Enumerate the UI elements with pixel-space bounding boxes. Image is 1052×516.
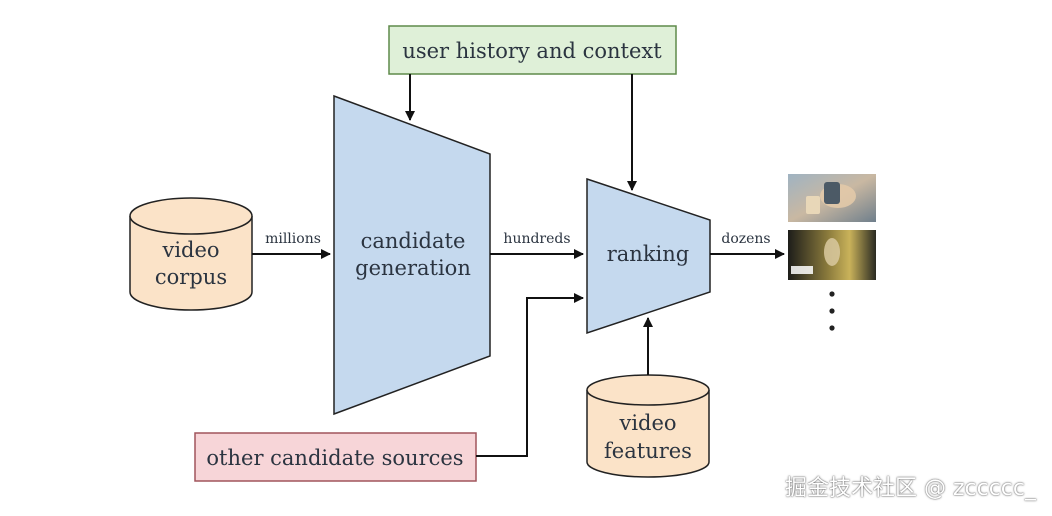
- video-features-label-line1: video: [618, 411, 676, 435]
- other-candidate-sources-box: other candidate sources: [194, 432, 477, 482]
- arrow-other-sources-to-ranking: [476, 293, 584, 457]
- watermark: 掘金技术社区 @ zccccc_: [784, 476, 1036, 501]
- user-history-box: user history and context: [388, 25, 677, 75]
- result-thumbnail-2: [788, 230, 876, 280]
- edge-label-dozens: dozens: [721, 231, 770, 247]
- edge-label-millions: millions: [265, 231, 321, 247]
- video-corpus-label-line1: video: [161, 238, 219, 262]
- ranking-label: ranking: [607, 242, 690, 266]
- user-history-label: user history and context: [402, 39, 662, 63]
- more-results-ellipsis: [829, 291, 835, 331]
- candidate-generation-label-line1: candidate: [361, 229, 466, 253]
- video-corpus-label-line2: corpus: [155, 265, 227, 289]
- candidate-generation-block: candidate generation: [333, 94, 491, 416]
- other-candidate-sources-label: other candidate sources: [206, 446, 463, 470]
- video-corpus-cylinder: video corpus: [129, 197, 253, 311]
- video-features-cylinder: video features: [586, 374, 710, 478]
- video-features-label-line2: features: [604, 439, 692, 463]
- ranking-block: ranking: [586, 177, 711, 335]
- result-thumbnail-1: [788, 174, 876, 222]
- arrows: [252, 74, 785, 457]
- candidate-generation-label-line2: generation: [355, 256, 471, 280]
- edge-label-hundreds: hundreds: [503, 231, 570, 247]
